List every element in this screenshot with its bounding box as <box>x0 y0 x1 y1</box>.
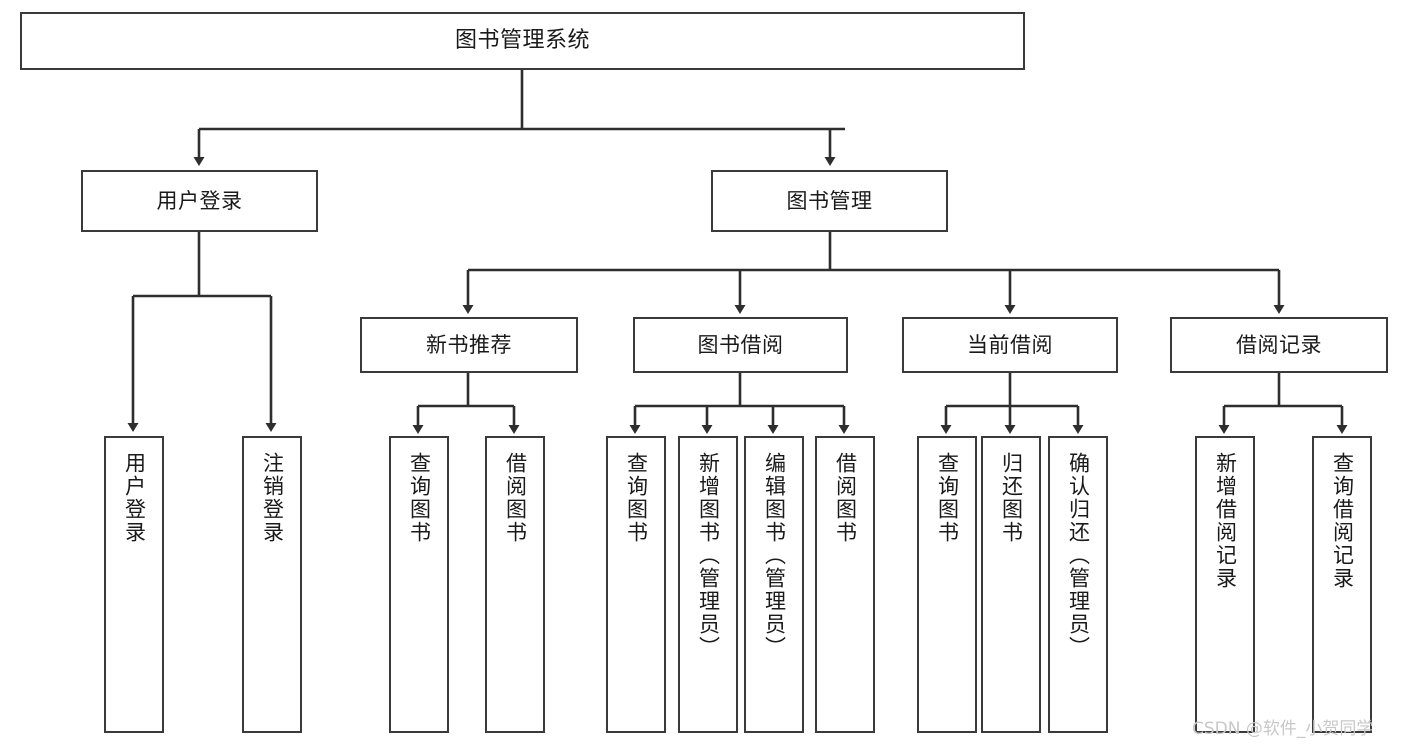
node-leaf-br-query-record[interactable]: 查询借阅记录 <box>1312 436 1372 733</box>
node-new-book-recommend-label: 新书推荐 <box>426 332 512 357</box>
node-root-system[interactable]: 图书管理系统 <box>20 12 1025 70</box>
node-leaf-bb-add-book[interactable]: 新增图书（管理员） <box>678 436 738 733</box>
node-leaf-bb-query-book-label: 查询图书 <box>624 452 649 544</box>
node-leaf-cb-query-book[interactable]: 查询图书 <box>917 436 977 733</box>
node-leaf-nb-borrow-book-label: 借阅图书 <box>503 452 528 544</box>
node-leaf-bb-query-book[interactable]: 查询图书 <box>606 436 666 733</box>
node-leaf-br-add-record-label: 新增借阅记录 <box>1213 452 1238 590</box>
node-user-login[interactable]: 用户登录 <box>81 170 318 232</box>
node-leaf-bb-borrow-book[interactable]: 借阅图书 <box>815 436 875 733</box>
node-current-borrow[interactable]: 当前借阅 <box>902 317 1118 373</box>
node-leaf-bb-edit-book[interactable]: 编辑图书（管理员） <box>744 436 804 733</box>
node-new-book-recommend[interactable]: 新书推荐 <box>360 317 578 373</box>
node-book-management[interactable]: 图书管理 <box>711 170 948 232</box>
node-leaf-nb-query-book-label: 查询图书 <box>407 452 432 544</box>
node-leaf-cb-confirm-return[interactable]: 确认归还（管理员） <box>1048 436 1108 733</box>
node-leaf-user-login-label: 用户登录 <box>122 452 147 544</box>
node-leaf-nb-query-book[interactable]: 查询图书 <box>389 436 449 733</box>
node-current-borrow-label: 当前借阅 <box>967 332 1053 357</box>
node-leaf-logout-label: 注销登录 <box>260 452 285 544</box>
node-leaf-cb-return-book-label: 归还图书 <box>999 452 1024 544</box>
node-leaf-cb-return-book[interactable]: 归还图书 <box>981 436 1041 733</box>
node-leaf-br-query-record-label: 查询借阅记录 <box>1330 452 1355 590</box>
node-leaf-bb-borrow-book-label: 借阅图书 <box>833 452 858 544</box>
node-leaf-cb-confirm-return-label: 确认归还（管理员） <box>1066 452 1091 659</box>
node-borrow-record[interactable]: 借阅记录 <box>1170 317 1388 373</box>
node-leaf-logout[interactable]: 注销登录 <box>242 436 302 733</box>
node-borrow-record-label: 借阅记录 <box>1236 332 1322 357</box>
node-book-management-label: 图书管理 <box>786 188 873 213</box>
node-book-borrow-label: 图书借阅 <box>697 332 784 357</box>
node-leaf-nb-borrow-book[interactable]: 借阅图书 <box>485 436 545 733</box>
node-leaf-bb-edit-book-label: 编辑图书（管理员） <box>762 452 787 659</box>
node-book-borrow[interactable]: 图书借阅 <box>633 317 848 373</box>
node-leaf-br-add-record[interactable]: 新增借阅记录 <box>1195 436 1255 733</box>
node-leaf-user-login[interactable]: 用户登录 <box>104 436 164 733</box>
node-leaf-cb-query-book-label: 查询图书 <box>935 452 960 544</box>
node-user-login-label: 用户登录 <box>156 188 243 213</box>
node-root-system-label: 图书管理系统 <box>454 28 590 54</box>
csdn-watermark: CSDN @软件_小贺同学 <box>1192 719 1374 739</box>
node-leaf-bb-add-book-label: 新增图书（管理员） <box>696 452 721 659</box>
